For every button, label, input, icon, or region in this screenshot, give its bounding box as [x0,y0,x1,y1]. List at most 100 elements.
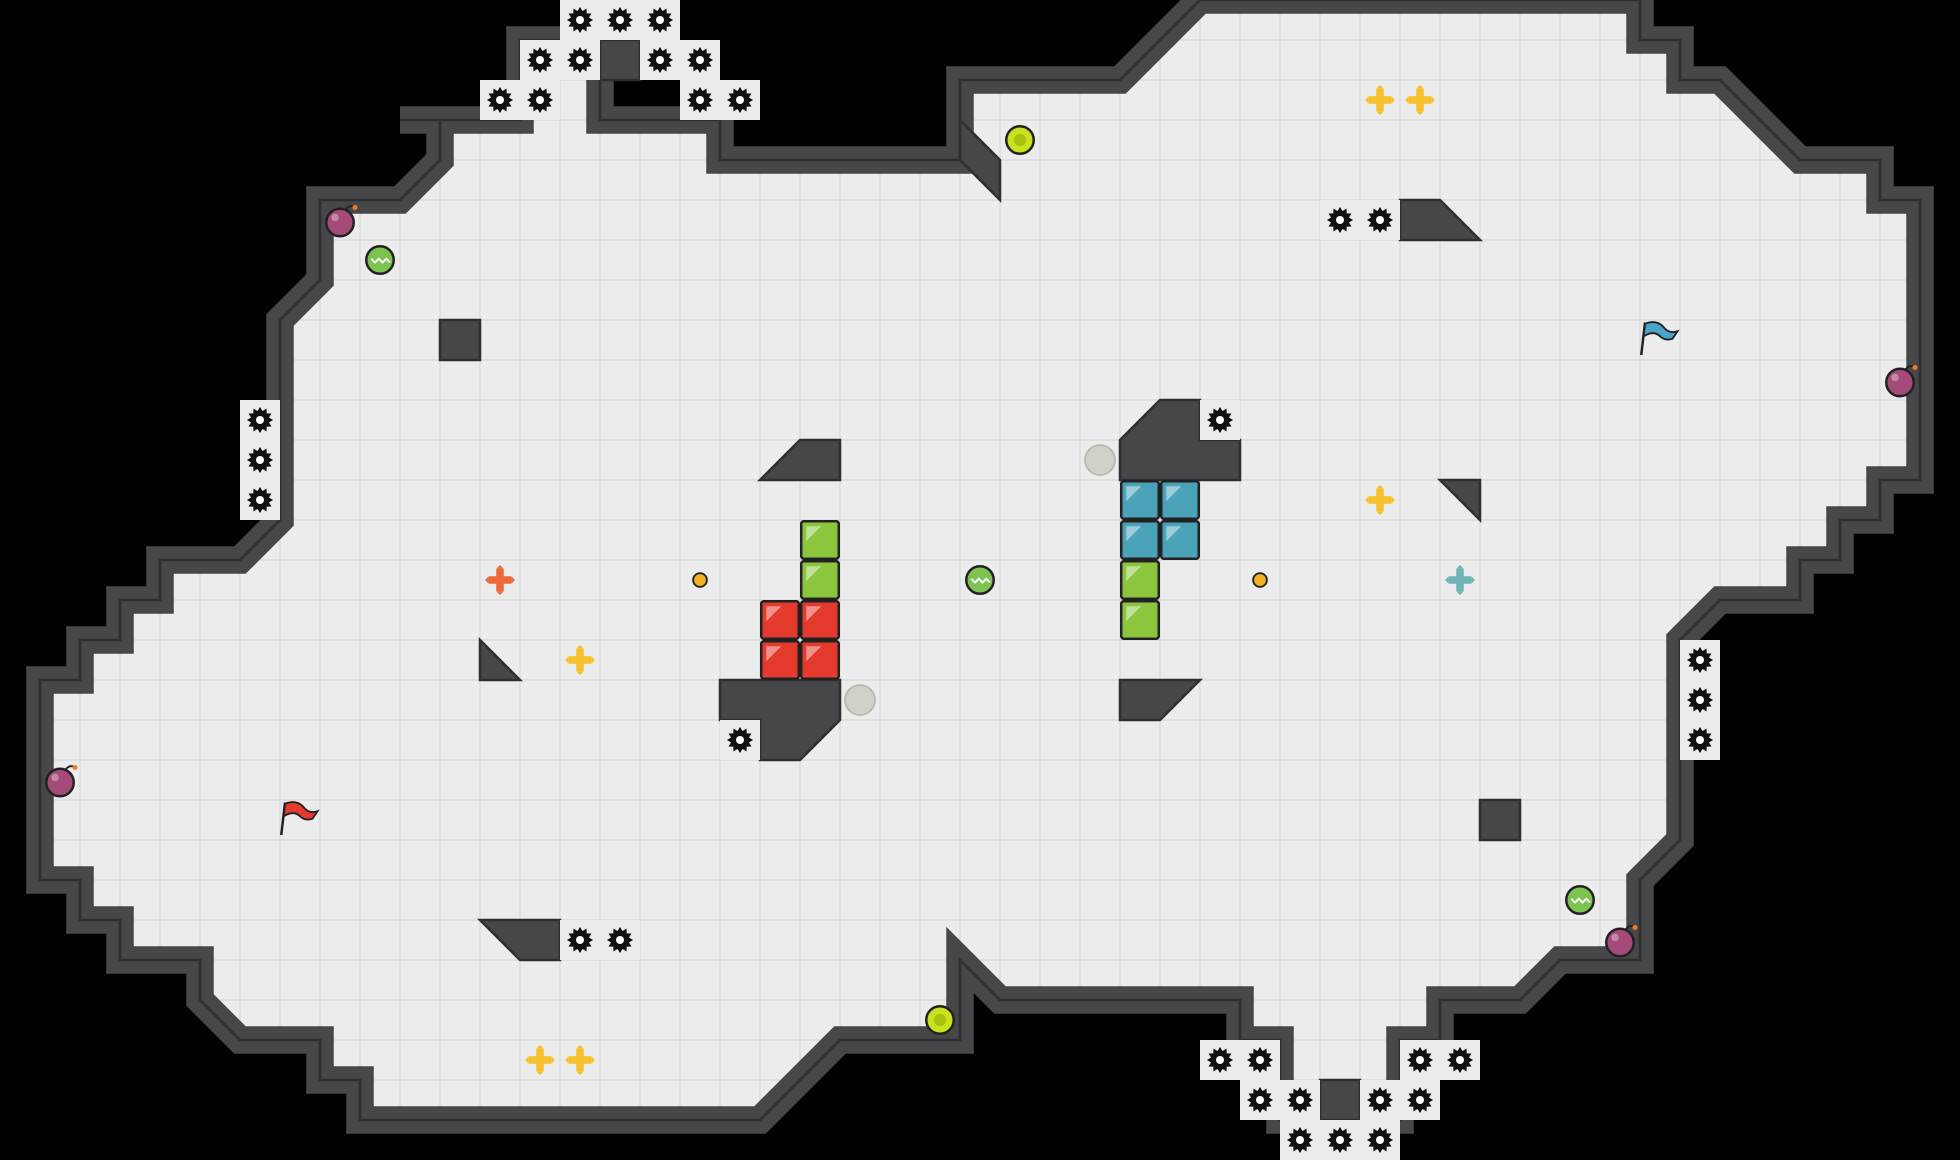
saw-blade [606,6,634,34]
bomb-icon[interactable] [1885,365,1918,398]
yellow-powerup-icon-shape [568,648,592,672]
green-block-shine [1126,606,1142,622]
red-block-body [760,640,800,680]
red-block[interactable] [800,600,840,640]
interior-wall [1318,1078,1362,1122]
yellow-powerup-icon[interactable] [565,645,595,675]
green-orb-icon[interactable] [965,565,995,595]
yellow-powerup-icon[interactable] [565,1045,595,1075]
green-block[interactable] [800,560,840,600]
blue-flag-icon[interactable] [1640,321,1680,356]
red-block-shine [766,646,782,662]
blue-block-shine [1126,526,1142,542]
bomb-icon[interactable] [325,205,358,238]
saw-hub [576,16,584,24]
red-block[interactable] [760,640,800,680]
saw-blade [726,86,754,114]
yellow-powerup-icon[interactable] [1405,85,1435,115]
green-block[interactable] [1120,560,1160,600]
saw-hub [1696,736,1704,744]
orb-wave [370,257,391,264]
red-block-shine [806,606,822,622]
saw-hub [616,936,624,944]
blue-block[interactable] [1120,520,1160,560]
interior-wall [598,38,642,82]
orange-powerup-icon[interactable] [485,565,515,595]
green-block[interactable] [1120,600,1160,640]
blue-flag-icon-cloth [1642,321,1680,341]
saw-hub [256,456,264,464]
red-flag-icon[interactable] [280,801,320,836]
saw-hub [1336,216,1344,224]
green-orb-icon[interactable] [1565,885,1595,915]
saw-hub [1376,1096,1384,1104]
bomb-icon[interactable] [45,765,78,798]
bomb-spark [72,765,78,770]
red-flag-icon-cloth [282,801,320,821]
red-block-body [760,600,800,640]
saw-hub [1696,696,1704,704]
saw-blade [1286,1086,1314,1114]
saw-hub [256,416,264,424]
saw-hub [1256,1056,1264,1064]
saw-hub [1296,1136,1304,1144]
yellow-powerup-icon[interactable] [525,1045,555,1075]
orb-core [933,1013,947,1027]
blue-block[interactable] [1120,480,1160,520]
saw-blade [526,46,554,74]
coin-icon[interactable] [692,572,708,588]
bomb-shine [1611,933,1619,942]
red-block-body [800,640,840,680]
saw-blade [686,86,714,114]
saw-blade [566,46,594,74]
interior-wall [438,318,482,362]
saw-hub [696,56,704,64]
lime-orb-icon[interactable] [1005,125,1035,155]
teal-powerup-icon[interactable] [1445,565,1475,595]
saw-blade [1366,206,1394,234]
bomb-body [45,767,75,798]
red-block-body [800,600,840,640]
blue-block[interactable] [1160,520,1200,560]
yellow-powerup-icon[interactable] [1365,485,1395,515]
saw-blade [246,406,274,434]
saw-blade [646,46,674,74]
yellow-powerup-icon[interactable] [1365,85,1395,115]
red-block[interactable] [760,600,800,640]
lime-orb-icon[interactable] [925,1005,955,1035]
ghost-orb-icon [844,684,876,716]
yellow-powerup-icon-shape [1408,88,1432,112]
saw-blade [1206,406,1234,434]
green-block-body [1120,560,1160,600]
green-block-shine [806,526,822,542]
coin-icon[interactable] [1252,572,1268,588]
green-orb-icon[interactable] [365,245,395,275]
saw-blade [526,86,554,114]
orb-core [1013,133,1027,147]
bomb-icon[interactable] [1605,925,1638,958]
saw-hub [536,96,544,104]
red-block-shine [806,646,822,662]
blue-block-body [1160,480,1200,520]
interior-wall [478,636,524,682]
ghost-orb-icon [1084,444,1116,476]
blue-block[interactable] [1160,480,1200,520]
saw-layer [240,0,1720,1160]
bomb-spark [1912,365,1918,370]
saw-hub [616,16,624,24]
saw-blade [566,926,594,954]
blue-block-body [1120,520,1160,560]
saw-hub [1256,1096,1264,1104]
green-block-shine [806,566,822,582]
saw-blade [686,46,714,74]
green-block[interactable] [800,520,840,560]
saw-hub [736,736,744,744]
red-block-shine [766,606,782,622]
saw-hub [256,496,264,504]
saw-blade [1366,1086,1394,1114]
blue-block-shine [1166,526,1182,542]
bomb-shine [331,213,339,222]
red-block[interactable] [800,640,840,680]
saw-hub [1216,1056,1224,1064]
